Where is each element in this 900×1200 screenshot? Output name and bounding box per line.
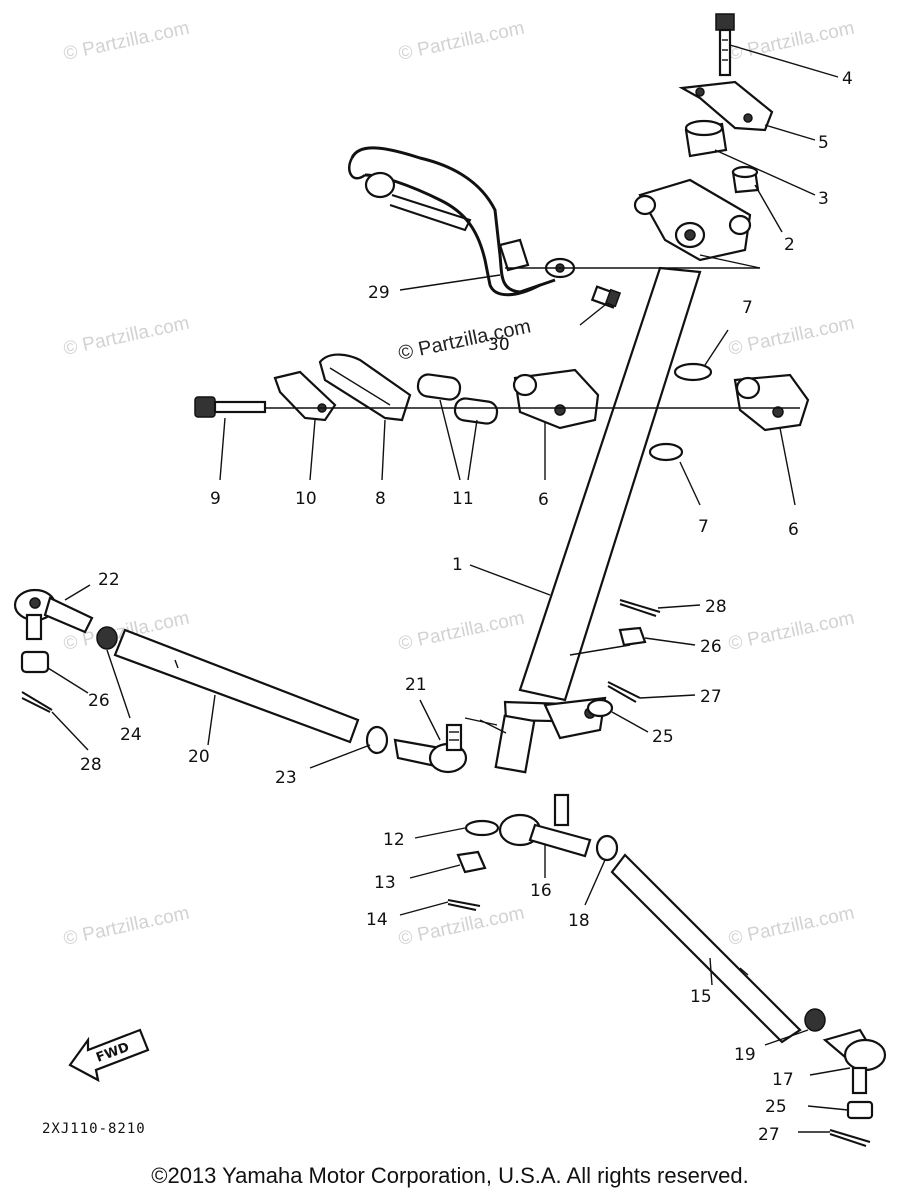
callout-24: 24 xyxy=(120,725,142,745)
center-watermark: © Partzilla.com xyxy=(396,315,532,365)
part-15-tie-rod xyxy=(610,853,802,1044)
part-16-tie-rod-end xyxy=(498,793,592,858)
part-2-upper-bracket xyxy=(633,178,752,262)
callout-2: 2 xyxy=(784,235,795,255)
part-25-nut-middle xyxy=(586,698,614,718)
callout-6a: 6 xyxy=(538,490,549,510)
callout-28b: 28 xyxy=(80,755,102,775)
part-1-steering-column xyxy=(494,266,702,774)
callout-7b: 7 xyxy=(698,517,709,537)
parts xyxy=(13,13,887,1147)
leader-lines xyxy=(47,44,851,1133)
callout-3: 3 xyxy=(818,189,829,209)
callout-29: 29 xyxy=(368,283,390,303)
callout-14: 14 xyxy=(366,910,388,930)
part-19-nut xyxy=(804,1008,826,1032)
callout-6b: 6 xyxy=(788,520,799,540)
part-4-bolt xyxy=(715,13,735,77)
part-29-handlebar xyxy=(348,146,576,297)
callout-28a: 28 xyxy=(705,597,727,617)
callout-1: 1 xyxy=(452,555,463,575)
part-21-tie-rod-end xyxy=(393,723,468,774)
callout-22: 22 xyxy=(98,570,120,590)
part-24-nut xyxy=(96,626,118,650)
callout-16: 16 xyxy=(530,881,552,901)
watermark: © Partzilla.com xyxy=(62,18,192,65)
part-28-cotter-pin xyxy=(21,691,53,713)
watermark: © Partzilla.com xyxy=(727,903,857,950)
callout-27b: 27 xyxy=(758,1125,780,1145)
part-13-nut xyxy=(456,850,487,874)
callout-9: 9 xyxy=(210,489,221,509)
part-26-nut xyxy=(20,650,50,674)
watermark: © Partzilla.com xyxy=(62,313,192,360)
part-8-clip xyxy=(318,353,412,422)
callout-5: 5 xyxy=(818,133,829,153)
callout-15: 15 xyxy=(690,987,712,1007)
part-2-cap xyxy=(731,165,760,194)
part-6-holder-right xyxy=(733,373,810,432)
part-20-tie-rod xyxy=(113,628,360,744)
callout-8: 8 xyxy=(375,489,386,509)
callout-20: 20 xyxy=(188,747,210,767)
watermark: © Partzilla.com xyxy=(727,313,857,360)
part-23-nut xyxy=(365,725,389,755)
callout-7a: 7 xyxy=(742,298,753,318)
watermark: © Partzilla.com xyxy=(397,18,527,65)
steering-exploded-diagram: © Partzilla.com © Partzilla.com © Partzi… xyxy=(13,13,887,1147)
part-11-bushings xyxy=(416,373,499,425)
part-28-cotter-pin-upper xyxy=(619,599,661,617)
part-6-holder-left xyxy=(512,368,600,430)
watermark: © Partzilla.com xyxy=(727,608,857,655)
callout-23: 23 xyxy=(275,768,297,788)
part-27-cotter-pin xyxy=(829,1129,871,1147)
part-17-tie-rod-end xyxy=(822,1028,887,1095)
watermark: © Partzilla.com xyxy=(397,903,527,950)
callout-17: 17 xyxy=(772,1070,794,1090)
fwd-arrow: FWD xyxy=(68,1028,150,1083)
part-25-nut xyxy=(846,1100,874,1120)
callout-21: 21 xyxy=(405,675,427,695)
part-30-screw xyxy=(590,285,622,309)
part-5-plate xyxy=(678,80,774,132)
part-12-washer xyxy=(464,819,500,837)
callout-10: 10 xyxy=(295,489,317,509)
part-3-bushing xyxy=(684,119,728,158)
part-26-nut-upper xyxy=(618,626,647,647)
callout-13: 13 xyxy=(374,873,396,893)
copyright-notice: ©2013 Yamaha Motor Corporation, U.S.A. A… xyxy=(151,1163,749,1188)
callout-11: 11 xyxy=(452,489,474,509)
part-7-washer-upper xyxy=(673,362,713,382)
callout-26a: 26 xyxy=(88,691,110,711)
callout-27a: 27 xyxy=(700,687,722,707)
callouts: 1 2 3 4 5 6 6 7 7 8 9 10 11 12 13 14 15 … xyxy=(80,69,853,1145)
drawing-code: 2XJ110-8210 xyxy=(42,1121,146,1137)
callout-4: 4 xyxy=(842,69,853,89)
callout-19: 19 xyxy=(734,1045,756,1065)
callout-12: 12 xyxy=(383,830,405,850)
watermark: © Partzilla.com xyxy=(62,903,192,950)
part-9-bolt xyxy=(194,396,267,418)
watermark: © Partzilla.com xyxy=(397,608,527,655)
part-7-washer-lower xyxy=(648,442,684,462)
callout-18: 18 xyxy=(568,911,590,931)
part-18-nut xyxy=(595,834,619,862)
watermark: © Partzilla.com xyxy=(727,18,857,65)
callout-26b: 26 xyxy=(700,637,722,657)
watermarks: © Partzilla.com © Partzilla.com © Partzi… xyxy=(62,18,857,950)
callout-25b: 25 xyxy=(765,1097,787,1117)
part-27-cotter-pin-middle xyxy=(607,681,641,703)
callout-30: 30 xyxy=(488,335,510,355)
part-22-tie-rod-end xyxy=(13,588,94,641)
part-14-cotter-pin xyxy=(447,899,481,911)
callout-25a: 25 xyxy=(652,727,674,747)
